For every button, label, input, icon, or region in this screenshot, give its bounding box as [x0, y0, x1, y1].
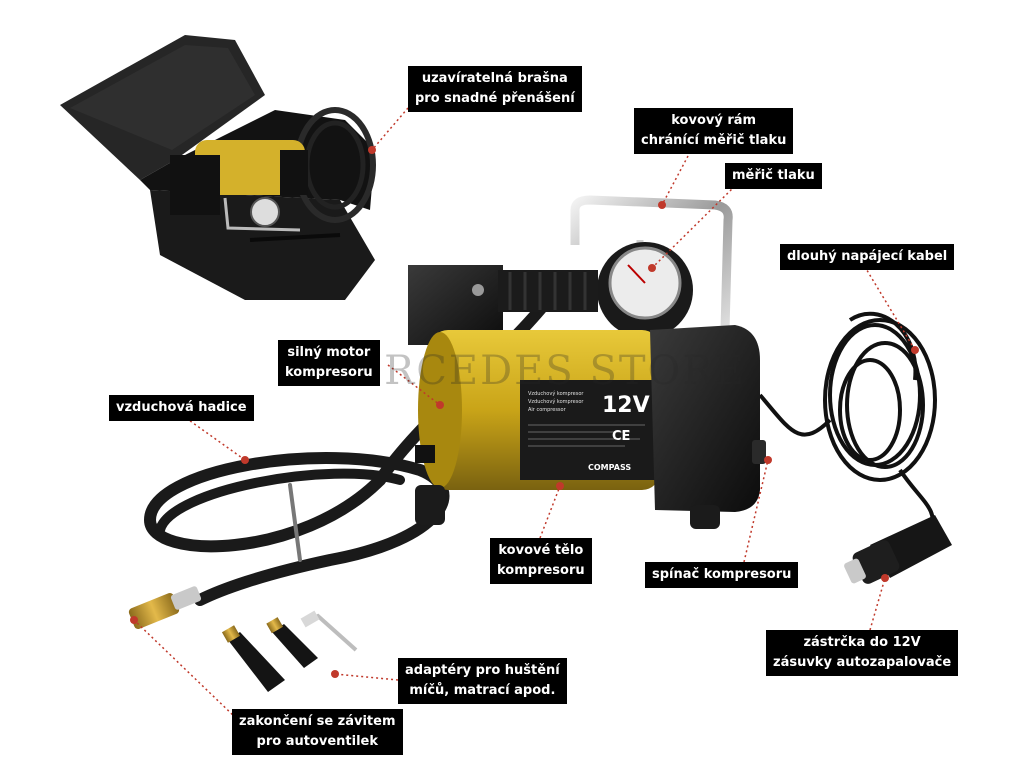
leader-bag [371, 107, 409, 151]
compressor-illustration [408, 195, 766, 529]
callout-hose-line-1: vzduchová hadice [116, 400, 247, 415]
callout-cable-line-1: dlouhý napájecí kabel [787, 249, 948, 264]
ce-mark-text: CE [612, 429, 630, 444]
callout-body: kovové tělo kompresoru [490, 538, 592, 584]
callout-bag-line-1: uzavíratelná brašna [421, 71, 568, 86]
callout-frame-line-2: chránící měřič tlaku [641, 133, 787, 148]
callout-adapters: adaptéry pro huštění míčů, matrací apod. [398, 658, 567, 704]
callout-plug-line-1: zástrčka do 12V [803, 635, 921, 650]
panel-line-3: Air compressor [528, 407, 567, 413]
callout-body-line-2: kompresoru [497, 563, 585, 578]
threaded-connector-illustration [128, 586, 202, 629]
callout-adapters-line-2: míčů, matrací apod. [409, 683, 556, 698]
callout-frame: kovový rám chránící měřič tlaku [634, 108, 794, 154]
callout-hose: vzduchová hadice [109, 395, 254, 421]
callout-motor-line-2: kompresoru [285, 365, 373, 380]
callout-cable: dlouhý napájecí kabel [780, 244, 955, 270]
leader-cable [861, 261, 916, 351]
leader-lines [133, 107, 916, 719]
callout-gauge: měřič tlaku [725, 163, 822, 189]
callout-adapters-line-1: adaptéry pro huštění [405, 663, 560, 678]
leader-thread [133, 619, 237, 719]
leader-body [539, 485, 561, 539]
callout-switch-line-1: spínač kompresoru [652, 567, 792, 582]
watermark-text: MERCEDES STORE [310, 348, 746, 394]
leader-motor [387, 364, 441, 406]
callout-frame-line-1: kovový rám [671, 113, 757, 128]
callout-gauge-line-1: měřič tlaku [732, 168, 815, 183]
callout-plug-line-2: zásuvky autozapalovače [773, 655, 952, 670]
leader-plug [869, 577, 886, 631]
panel-line-1: Vzduchový kompresor [528, 390, 584, 397]
lighter-plug-illustration [844, 515, 952, 584]
panel-line-2: Vzduchový kompresor [528, 398, 584, 405]
brand-text: COMPASS [588, 463, 631, 472]
leader-hose [185, 417, 246, 461]
power-cable-illustration [758, 311, 937, 531]
carry-bag-illustration [60, 35, 376, 300]
callout-body-line-1: kovové tělo [498, 543, 584, 558]
callout-switch: spínač kompresoru [645, 562, 799, 588]
leader-frame [661, 155, 689, 206]
callout-plug: zástrčka do 12V zásuvky autozapalovače [766, 630, 959, 676]
callout-thread-line-1: zakončení se závitem [239, 714, 396, 729]
callout-thread: zakončení se závitem pro autoventilek [232, 709, 403, 755]
leader-adapters [334, 673, 399, 681]
callout-motor-line-1: silný motor [287, 345, 371, 360]
voltage-text: 12V [602, 393, 650, 418]
callout-motor: silný motor kompresoru [278, 340, 380, 386]
leader-dots [130, 146, 919, 678]
callout-thread-line-2: pro autoventilek [256, 734, 378, 749]
adapters-illustration [221, 610, 358, 692]
callout-bag: uzavíratelná brašna pro snadné přenášení [408, 66, 582, 112]
callout-bag-line-2: pro snadné přenášení [415, 91, 575, 106]
